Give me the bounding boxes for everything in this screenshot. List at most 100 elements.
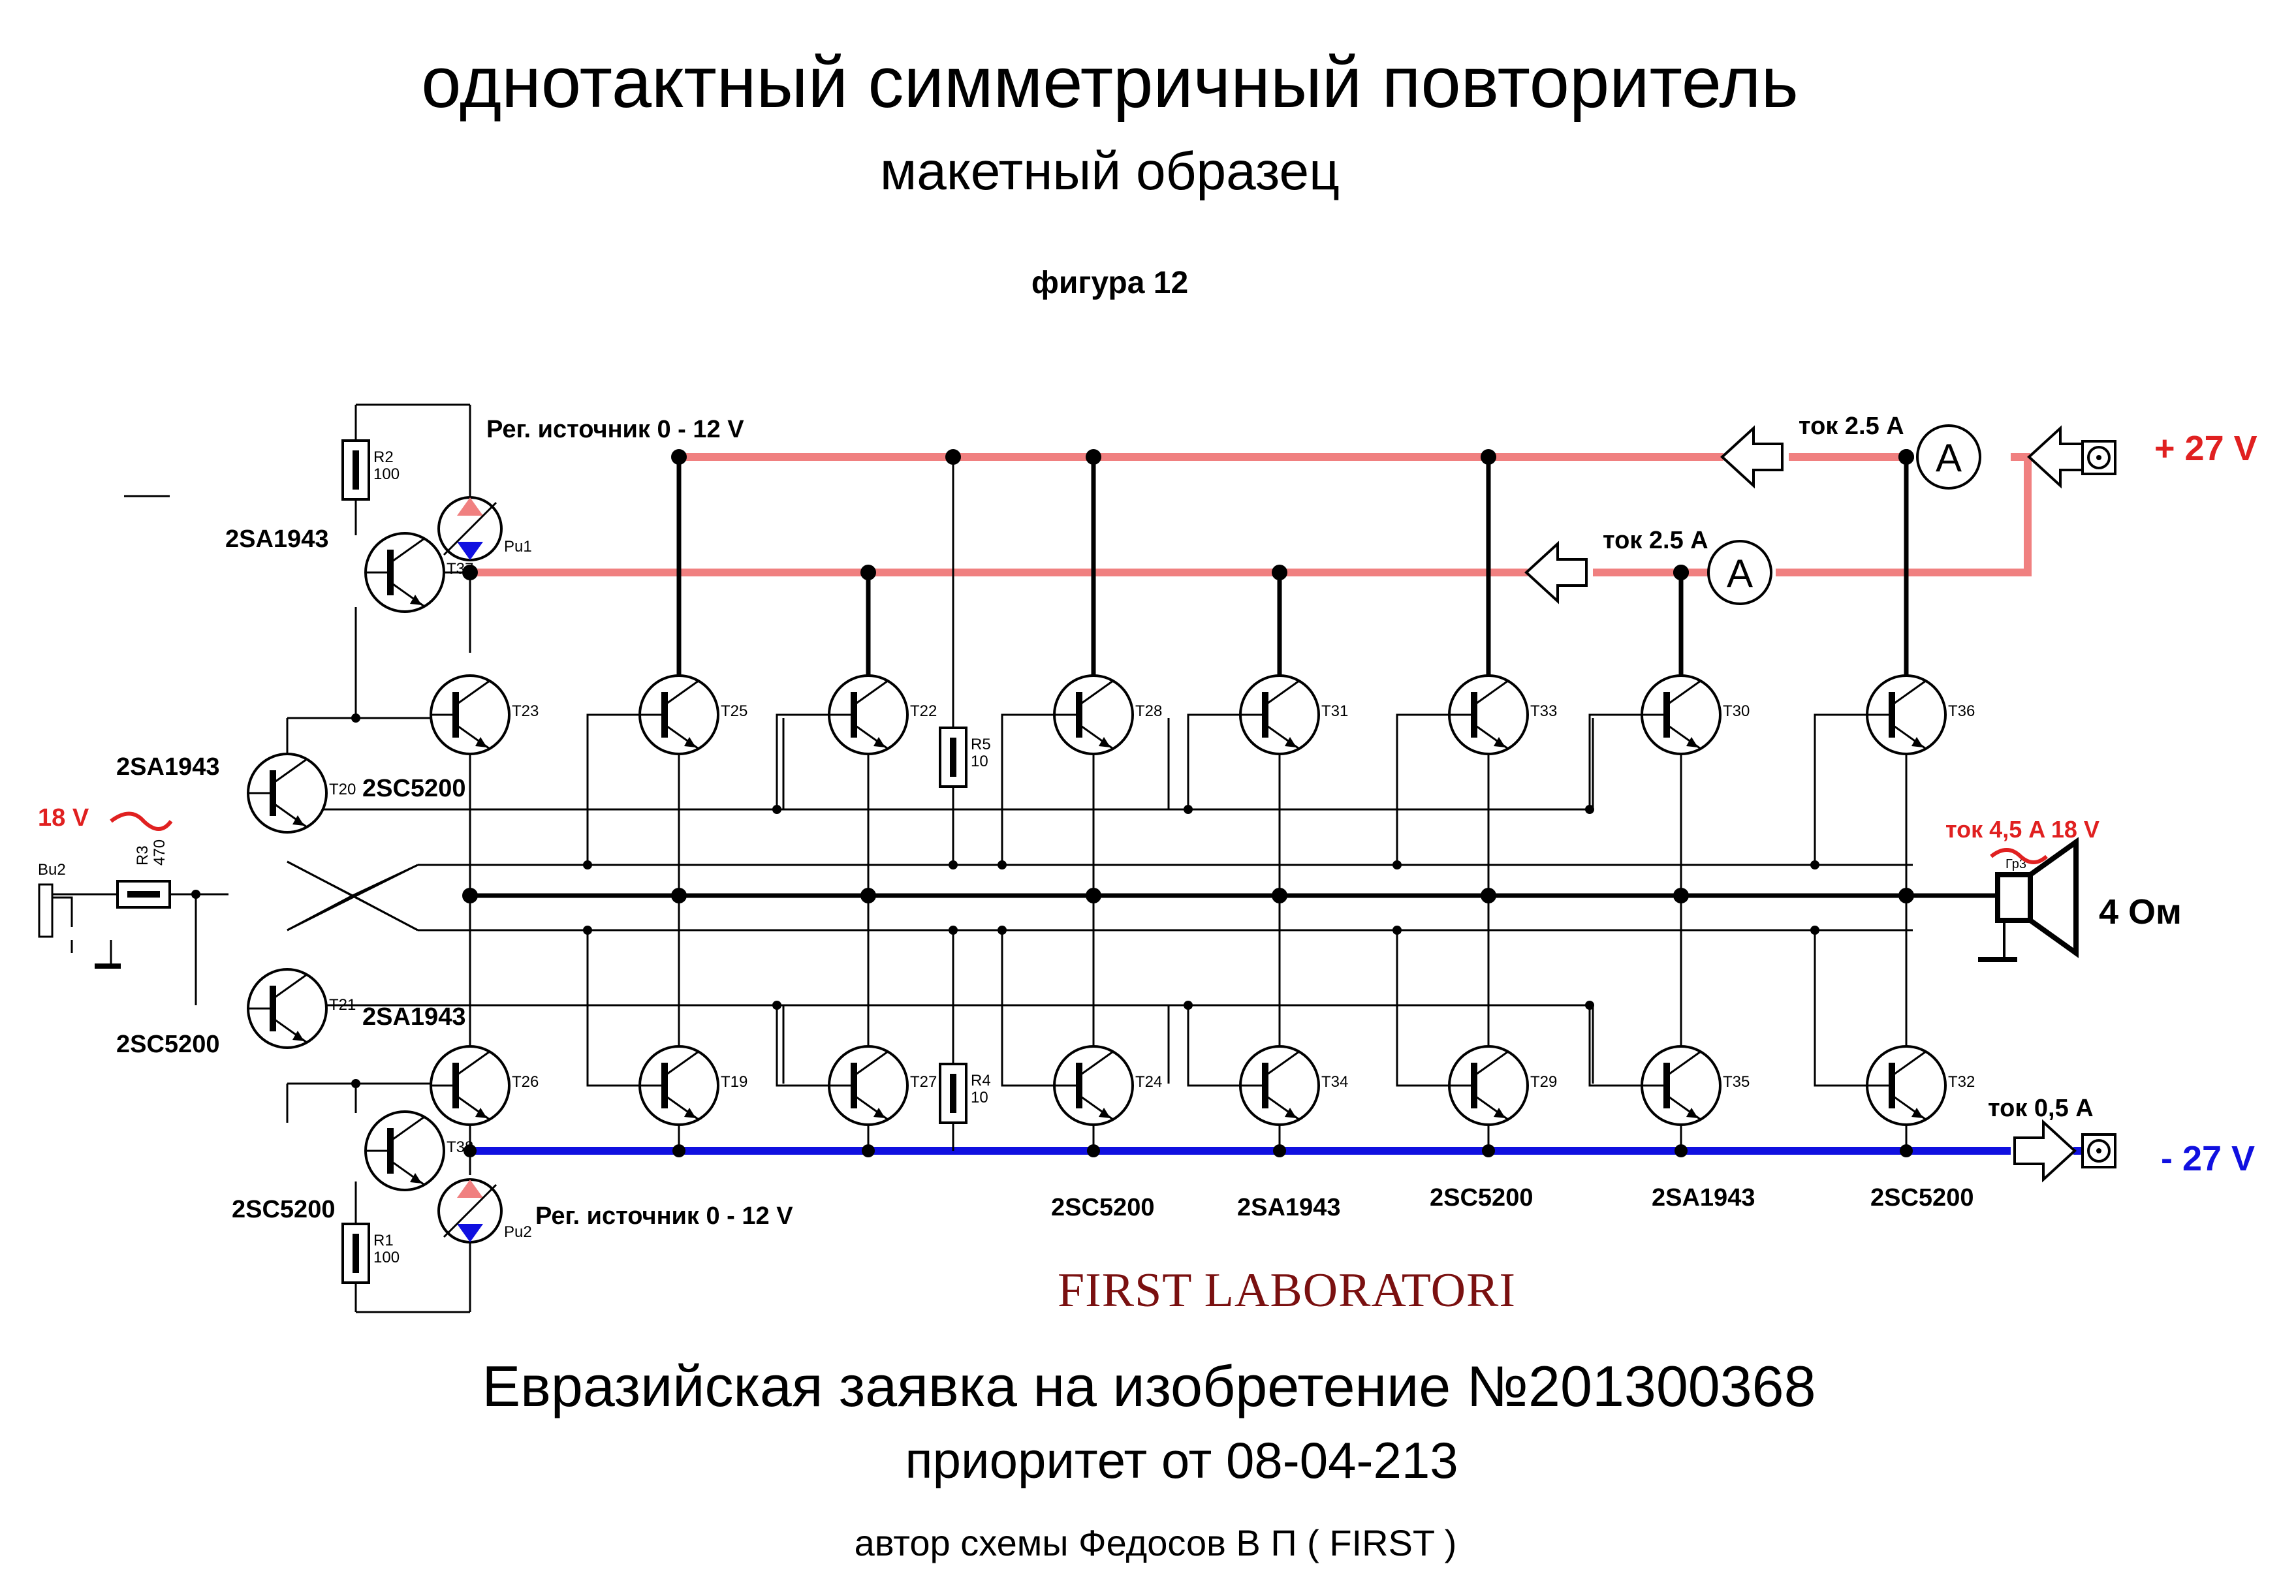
junction-dot	[1086, 449, 1101, 465]
transistor-t32: T32	[1866, 1045, 1975, 1126]
junction-dot	[1184, 1001, 1193, 1010]
transistor-t32-ref: T32	[1948, 1073, 1975, 1091]
figure-label: фигура 12	[1031, 266, 1189, 300]
junction-dot	[772, 805, 781, 814]
transistor-t35: T35	[1641, 1045, 1750, 1126]
resistor-R2: R2 100	[341, 439, 400, 501]
part-t21: 2SC5200	[116, 1031, 219, 1058]
junction-dot	[1673, 888, 1689, 903]
lab-name: FIRST LABORATORI	[1058, 1264, 1517, 1317]
transistor-t20-ref: T20	[329, 781, 356, 798]
transistor-t23-ref: T23	[512, 702, 539, 720]
priority-date: приоритет от 08-04-213	[905, 1432, 1458, 1489]
transistor-t38: T38	[364, 1110, 473, 1191]
diagram-subtitle: макетный образец	[879, 142, 1340, 201]
output-ac-symbol	[1990, 848, 2049, 864]
base-link	[776, 1005, 829, 1087]
base-link	[586, 713, 640, 865]
label-plus-rail: + 27 V	[2154, 429, 2257, 468]
transistor-t28: T28	[1053, 674, 1162, 755]
ammeter-mid: A	[1707, 540, 1772, 605]
transistor-t27: T27	[828, 1045, 937, 1126]
transistor-t30-ref: T30	[1723, 702, 1750, 720]
speaker-ref: Гр3	[2005, 857, 2026, 871]
transistor-t25: T25	[638, 674, 747, 755]
base-link	[1814, 713, 1867, 865]
junction-dot	[1898, 449, 1914, 465]
label-current-mid: ток 2.5 A	[1603, 527, 1708, 554]
transistor-t24: T24	[1053, 1045, 1162, 1126]
junction-dot	[1585, 1001, 1594, 1010]
R5-value: 10	[971, 753, 988, 770]
part-bottom-4: 2SA1943	[1652, 1184, 1755, 1212]
base-link	[1588, 713, 1642, 809]
junction-dot	[1585, 805, 1594, 814]
transistor-t34: T34	[1239, 1045, 1348, 1126]
label-load: 4 Ом	[2099, 892, 2182, 931]
junction-dot	[583, 860, 592, 869]
label-current-negative: ток 0,5 A	[1988, 1095, 2094, 1122]
transistor-t19-ref: T19	[721, 1073, 747, 1091]
transistor-t31: T31	[1239, 674, 1348, 755]
transistor-t22-ref: T22	[910, 702, 937, 720]
junction-dot	[1184, 805, 1193, 814]
transistor-t31-ref: T31	[1321, 702, 1348, 720]
pu1-ref: Pu1	[504, 538, 532, 555]
base-link	[586, 930, 640, 1087]
input-ac-symbol	[110, 811, 173, 831]
base-link	[1001, 713, 1054, 865]
junction-dot	[1272, 888, 1287, 903]
part-t26: 2SA1943	[362, 1003, 465, 1031]
application-number: Евразийская заявка на изобретение №20130…	[482, 1354, 1816, 1418]
part-t37: 2SA1943	[225, 525, 328, 553]
pu2-ref: Pu2	[504, 1223, 532, 1241]
transistor-t33: T33	[1448, 674, 1557, 755]
adjustable-source-pu2: Pu2	[437, 1178, 532, 1244]
transistor-t27-ref: T27	[910, 1073, 937, 1091]
input-jack-ref: Bu2	[38, 861, 66, 879]
R4-value: 10	[971, 1089, 988, 1106]
current-arrow-supply	[2028, 427, 2090, 487]
ammeter-top-symbol: A	[1936, 436, 1962, 480]
R4-ref: R4	[971, 1072, 991, 1089]
positive-rail-lower	[470, 453, 2115, 576]
base-link	[1001, 930, 1054, 1087]
part-bottom-3: 2SC5200	[1430, 1184, 1533, 1212]
R3-value: 470	[151, 839, 168, 866]
current-arrow-negative	[2013, 1121, 2076, 1181]
junction-dot	[1810, 926, 1819, 935]
transistor-t36: T36	[1866, 674, 1975, 755]
transistor-t21-ref: T21	[329, 996, 356, 1014]
base-link	[1187, 1005, 1240, 1087]
junction-dot	[671, 888, 687, 903]
junction-dot	[1898, 888, 1914, 903]
ammeter-top: A	[1916, 424, 1981, 490]
junction-dot	[191, 890, 200, 899]
part-bottom-5: 2SC5200	[1870, 1184, 1974, 1212]
ammeter-mid-symbol: A	[1727, 552, 1753, 595]
output-bus	[471, 893, 2017, 962]
transistor-t29-ref: T29	[1530, 1073, 1557, 1091]
junction-dot	[860, 565, 876, 580]
input-jack	[38, 495, 196, 969]
label-current-top: ток 2.5 A	[1799, 413, 1904, 440]
junction-dot	[462, 565, 478, 580]
junction-dot	[1675, 1144, 1688, 1157]
R5-ref: R5	[971, 736, 991, 753]
transistor-t28-ref: T28	[1135, 702, 1162, 720]
junction-dot	[860, 888, 876, 903]
junction-dot	[462, 888, 478, 903]
R1-value: 100	[373, 1249, 400, 1266]
junction-dot	[949, 926, 958, 935]
R3-ref: R3	[134, 845, 151, 866]
junction-dot	[998, 926, 1007, 935]
label-source-bottom: Рег. источник 0 - 12 V	[535, 1202, 793, 1230]
junction-dot	[862, 1144, 875, 1157]
diagram-title: однотактный симметричный повторитель	[421, 42, 1799, 123]
transistor-t34-ref: T34	[1321, 1073, 1348, 1091]
base-link	[1187, 713, 1240, 809]
R1-ref: R1	[373, 1232, 394, 1249]
transistor-t33-ref: T33	[1530, 702, 1557, 720]
transistor-t36-ref: T36	[1948, 702, 1975, 720]
base-link	[776, 713, 829, 809]
